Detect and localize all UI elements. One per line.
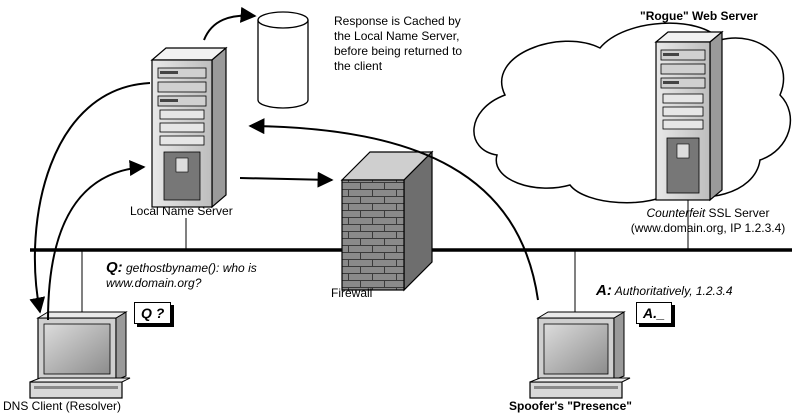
counterfeit-detail: (www.domain.org, IP 1.2.3.4) — [630, 221, 786, 235]
query-prefix: Q: — [106, 259, 123, 276]
counterfeit-word: Counterfeit — [646, 206, 706, 220]
counterfeit-line: Counterfeit SSL Server — [624, 206, 792, 221]
query-line-1: Q: gethostbyname(): who is — [106, 260, 346, 276]
spoofer-computer-icon — [529, 311, 631, 399]
cache-note-line: the client — [334, 59, 383, 73]
cache-note-line: the Local Name Server, — [334, 29, 460, 43]
query-line1-text: gethostbyname(): who is — [122, 261, 257, 275]
counterfeit-rest: SSL Server — [705, 206, 770, 220]
answer-text-body: Authoritatively, 1.2.3.4 — [611, 284, 733, 298]
local-name-server-icon — [150, 46, 228, 209]
response-to-client-arrow — [29, 82, 151, 314]
cache-arrow — [203, 6, 257, 41]
spoofed-response-arrow — [248, 118, 539, 301]
query-line-2: www.domain.org? — [106, 276, 202, 290]
dns-client-computer-icon — [29, 311, 131, 399]
rogue-server-title: "Rogue" Web Server — [640, 9, 758, 23]
firewall-label: Firewall — [331, 286, 373, 300]
dns-client-label: DNS Client (Resolver) — [3, 399, 122, 413]
counterfeit-server-label: Counterfeit SSL Server (www.domain.org, … — [624, 206, 792, 236]
cache-note-line: before being returned to — [334, 44, 463, 58]
query-text: Q: gethostbyname(): who is www.domain.or… — [106, 260, 346, 291]
cache-note-line: Response is Cached by — [334, 14, 461, 28]
forward-query-arrow — [239, 171, 334, 188]
client-query-arrow — [47, 160, 146, 321]
answer-prefix: A: — [596, 282, 612, 299]
answer-text: A: Authoritatively, 1.2.3.4 — [596, 283, 733, 299]
answer-bubble: A._ — [636, 302, 672, 324]
cache-note: Response is Cached by the Local Name Ser… — [334, 14, 534, 74]
query-bubble: Q ? — [134, 302, 172, 324]
firewall-icon — [340, 150, 434, 292]
cache-database-icon — [257, 11, 309, 109]
spoofer-label: Spoofer's "Presence" — [509, 399, 632, 413]
rogue-web-server-icon — [654, 30, 724, 202]
local-name-server-label: Local Name Server — [130, 204, 233, 218]
